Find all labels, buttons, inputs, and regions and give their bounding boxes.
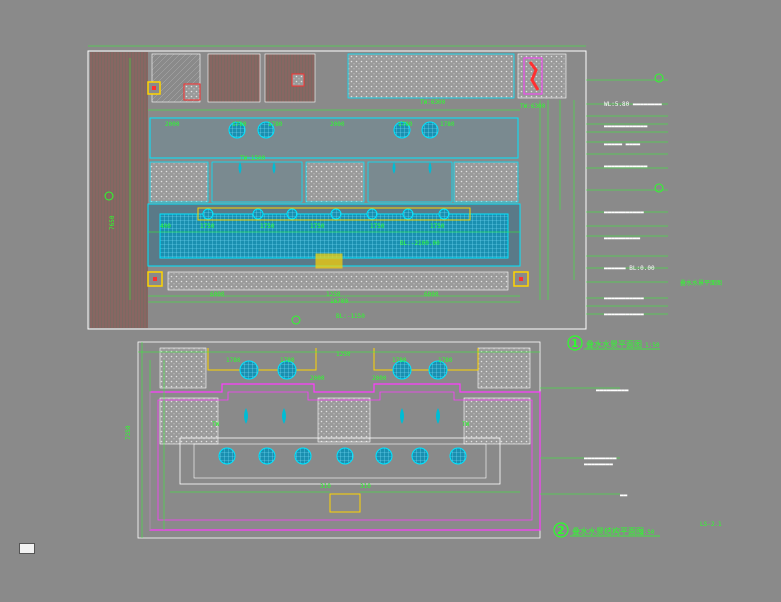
svg-text:BL:-2100.00: BL:-2100.00 (400, 240, 440, 247)
waterfall-drop-icons (238, 162, 432, 174)
callout-text-plan1: WL:5.80 ▬▬▬▬▬▬▬▬ ▬▬▬▬▬▬▬▬▬▬▬▬ ▬▬▬▬▬ ▬▬▬▬… (604, 101, 662, 318)
svg-text:1780: 1780 (440, 121, 455, 128)
dimension-lines-plan2 (138, 342, 620, 538)
svg-text:1780: 1780 (438, 357, 453, 364)
svg-text:400: 400 (160, 223, 171, 230)
svg-text:1750: 1750 (310, 223, 325, 230)
plan-2-scale: 1:50 (640, 529, 655, 536)
upper-pool (149, 117, 519, 159)
svg-text:TW:6300: TW:6300 (420, 99, 446, 106)
svg-text:310: 310 (360, 483, 371, 490)
svg-text:1780: 1780 (280, 357, 295, 364)
scale-indicator-box (19, 543, 35, 554)
svg-text:▬▬▬▬▬▬▬▬▬: ▬▬▬▬▬▬▬▬▬ (584, 455, 617, 462)
svg-text:TW:6300: TW:6300 (520, 103, 546, 110)
svg-text:2000: 2000 (372, 375, 387, 382)
waterfall-drop-icons-plan2 (244, 408, 440, 424)
svg-text:7650: 7650 (109, 215, 116, 230)
fountain-nozzle-icons-upper (228, 121, 439, 139)
wood-deck-area (90, 52, 148, 328)
plan-2-number: 2 (557, 524, 565, 537)
plan-2-title: 2 叠水水景结构平面图 1:50 (553, 522, 660, 538)
plan-1-scale: 1:50 (645, 342, 660, 349)
svg-text:TW:1500: TW:1500 (240, 155, 266, 162)
svg-text:▬▬▬▬▬▬ BL:0.00: ▬▬▬▬▬▬ BL:0.00 (604, 265, 655, 272)
svg-text:1250: 1250 (336, 351, 351, 358)
svg-text:▬▬▬▬▬ ▬▬▬▬: ▬▬▬▬▬ ▬▬▬▬ (604, 141, 641, 148)
svg-text:16700: 16700 (330, 298, 348, 305)
svg-text:1250: 1250 (326, 291, 341, 298)
sheet-code: LS-2.1 (700, 521, 722, 528)
svg-text:1780: 1780 (226, 357, 241, 364)
svg-text:6000: 6000 (210, 291, 225, 298)
svg-text:1780: 1780 (398, 121, 413, 128)
svg-text:▬▬▬▬▬▬▬▬▬▬▬: ▬▬▬▬▬▬▬▬▬▬▬ (604, 295, 644, 302)
fountain-nozzle-icons-plan2 (218, 360, 467, 465)
svg-text:▬▬▬▬▬▬▬▬: ▬▬▬▬▬▬▬▬ (584, 461, 613, 468)
svg-text:1780: 1780 (232, 121, 247, 128)
svg-text:▬▬▬▬▬▬▬▬▬▬▬▬: ▬▬▬▬▬▬▬▬▬▬▬▬ (604, 123, 648, 130)
svg-text:WL:5.80 ▬▬▬▬▬▬▬▬: WL:5.80 ▬▬▬▬▬▬▬▬ (604, 101, 662, 108)
svg-text:2000: 2000 (310, 375, 325, 382)
plan-2-structure: 1780 1780 1250 1780 1780 2000 2000 7350 310 3… (125, 341, 629, 539)
svg-text:6000: 6000 (424, 291, 439, 298)
planter-box-icons (147, 73, 529, 287)
svg-text:TW: TW (212, 421, 220, 428)
svg-text:▬▬▬▬▬▬▬▬▬: ▬▬▬▬▬▬▬▬▬ (596, 387, 629, 394)
plan-1-number: 1 (571, 337, 579, 350)
svg-text:1780: 1780 (392, 357, 407, 364)
plan-1-title-text: 叠水水景平面图 (586, 339, 642, 349)
svg-text:TW: TW (462, 421, 470, 428)
svg-text:▬▬▬▬▬▬▬▬▬▬: ▬▬▬▬▬▬▬▬▬▬ (604, 235, 641, 242)
side-note-text: 叠水水景平面图 (680, 279, 722, 287)
svg-text:▬▬▬▬▬▬▬▬▬▬▬: ▬▬▬▬▬▬▬▬▬▬▬ (604, 209, 644, 216)
fountain-nozzle-icons-main (202, 208, 450, 220)
svg-text:▬▬▬▬▬▬▬▬▬▬▬▬: ▬▬▬▬▬▬▬▬▬▬▬▬ (604, 163, 648, 170)
dimension-text-plan1: 2000 1780 1780 2000 1780 1780 400 1750 1750 17… (109, 99, 546, 320)
structure-outline (149, 383, 541, 531)
plan-1-title: 1 叠水水景平面图 1:50 (567, 335, 660, 351)
svg-text:1780: 1780 (268, 121, 283, 128)
svg-text:7350: 7350 (125, 425, 132, 440)
svg-text:2000: 2000 (330, 121, 345, 128)
svg-text:BL:-1150: BL:-1150 (336, 313, 365, 320)
plan-2-title-text: 叠水水景结构平面图 (572, 526, 644, 536)
svg-text:310: 310 (320, 483, 331, 490)
svg-text:1750: 1750 (370, 223, 385, 230)
paving-area-top (347, 53, 515, 99)
section-marker-icon (528, 61, 540, 91)
svg-text:▬▬: ▬▬ (620, 492, 628, 499)
svg-text:2000: 2000 (165, 121, 180, 128)
dimension-lines-plan1 (88, 45, 668, 315)
svg-text:1750: 1750 (200, 223, 215, 230)
dimension-text-plan2: 1780 1780 1250 1780 1780 2000 2000 7350 310 3… (125, 351, 470, 490)
svg-text:▬▬▬▬▬▬▬▬▬▬▬: ▬▬▬▬▬▬▬▬▬▬▬ (604, 311, 644, 318)
plan-1-water-feature: 2000 1780 1780 2000 1780 1780 400 1750 1750 17… (87, 45, 668, 330)
svg-text:1750: 1750 (260, 223, 275, 230)
svg-text:1750: 1750 (430, 223, 445, 230)
